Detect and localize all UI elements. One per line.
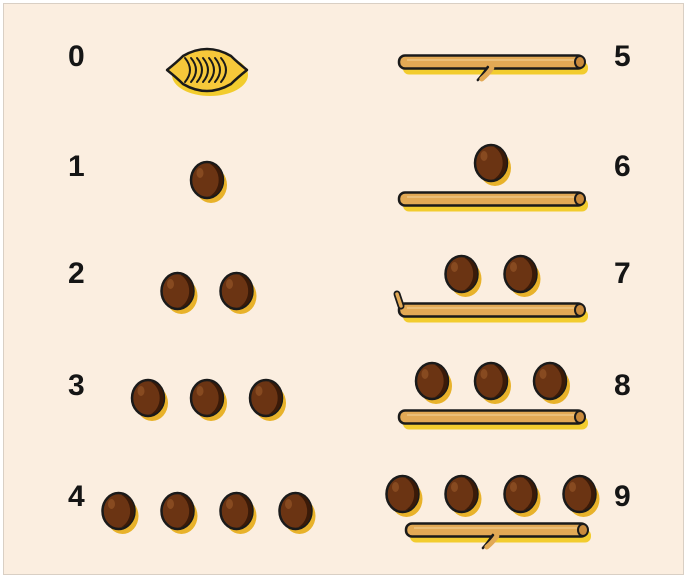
stick-icon-7 <box>397 294 588 323</box>
dot-icon-2-1 <box>162 273 198 314</box>
stick-icon-9 <box>406 524 591 549</box>
stick-icon-5 <box>399 56 588 81</box>
dot-icon-4-3 <box>221 493 257 534</box>
dot-icon-8-3 <box>534 363 570 404</box>
dot-icon-9-3 <box>505 476 541 517</box>
zero-shell-icon <box>167 49 248 96</box>
dot-icon-4-1 <box>103 493 139 534</box>
dot-icon-7-2 <box>505 256 541 297</box>
dot-icon-3-1 <box>132 380 168 421</box>
dot-icon-9-2 <box>446 476 482 517</box>
dot-icon-3-2 <box>191 380 227 421</box>
dot-icon-4-4 <box>280 493 316 534</box>
dot-icon-7-1 <box>446 256 482 297</box>
dot-icon-8-2 <box>475 363 511 404</box>
dot-icon-2-2 <box>221 273 257 314</box>
dot-icon-9-4 <box>564 476 600 517</box>
stick-icon-8 <box>399 411 588 430</box>
dot-icon-4-2 <box>162 493 198 534</box>
dot-icon-8-1 <box>416 363 452 404</box>
dot-icon-9-1 <box>387 476 423 517</box>
numeral-glyphs <box>4 4 685 576</box>
dot-icon-3-3 <box>250 380 286 421</box>
numerals-panel: 0 1 2 3 4 5 6 7 8 9 <box>3 3 684 575</box>
dot-icon-6-1 <box>475 145 511 186</box>
dot-icon-1-1 <box>191 162 227 203</box>
stick-icon-6 <box>399 193 588 212</box>
